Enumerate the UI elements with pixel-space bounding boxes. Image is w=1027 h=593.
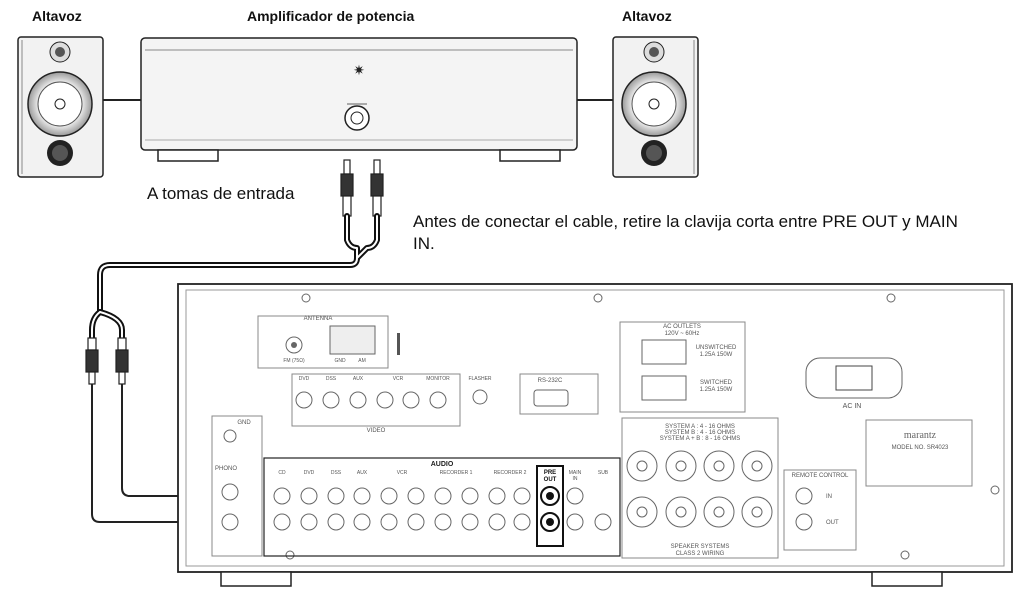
svg-text:FM (75Ω): FM (75Ω) [283,358,305,364]
svg-text:AM: AM [358,358,366,364]
svg-text:DVD: DVD [304,470,315,476]
svg-text:DSS: DSS [326,376,337,382]
svg-text:SUB: SUB [598,470,609,476]
speaker-left-label: Altavoz [32,8,82,24]
svg-text:MODEL NO. SR4023: MODEL NO. SR4023 [892,445,949,451]
svg-text:PRE: PRE [544,470,556,476]
svg-text:1.25A 150W: 1.25A 150W [700,352,733,358]
svg-text:AUDIO: AUDIO [431,461,454,468]
svg-text:GND: GND [334,358,346,364]
svg-text:RECORDER 1: RECORDER 1 [440,470,473,476]
svg-text:VCR: VCR [397,470,408,476]
svg-text:AC IN: AC IN [843,403,862,410]
svg-text:OUT: OUT [826,520,839,526]
svg-text:SYSTEM A + B : 8 - 16 OHMS: SYSTEM A + B : 8 - 16 OHMS [660,436,741,442]
svg-text:✷: ✷ [353,62,365,78]
svg-text:SYSTEM B : 4 - 16 OHMS: SYSTEM B : 4 - 16 OHMS [665,430,735,436]
svg-text:CLASS 2 WIRING: CLASS 2 WIRING [676,551,725,557]
svg-text:OUT: OUT [544,477,557,483]
svg-text:DVD: DVD [299,376,310,382]
svg-text:IN: IN [826,494,832,500]
svg-text:SYSTEM A : 4 - 16 OHMS: SYSTEM A : 4 - 16 OHMS [665,424,735,430]
svg-text:UNSWITCHED: UNSWITCHED [696,345,737,351]
svg-text:AC OUTLETS: AC OUTLETS [663,324,701,330]
svg-text:REMOTE CONTROL: REMOTE CONTROL [792,473,849,479]
svg-text:IN: IN [573,476,578,482]
svg-text:RS-232C: RS-232C [538,378,563,384]
svg-text:MAIN: MAIN [569,470,582,476]
svg-text:marantz: marantz [904,430,937,441]
svg-text:RECORDER 2: RECORDER 2 [494,470,527,476]
svg-text:1.25A 150W: 1.25A 150W [700,387,733,393]
speaker-right [612,36,699,178]
svg-text:VCR: VCR [393,376,404,382]
rca-cable [89,213,380,341]
rca-plugs-top [340,159,384,217]
svg-text:SWITCHED: SWITCHED [700,380,733,386]
signal-lines [91,384,540,523]
svg-text:FLASHER: FLASHER [468,376,491,382]
svg-text:GND: GND [237,420,251,426]
svg-text:ANTENNA: ANTENNA [304,316,333,322]
rca-plugs-bottom [85,337,129,385]
svg-text:AUX: AUX [357,470,368,476]
svg-text:CD: CD [278,470,286,476]
instruction-text: Antes de conectar el cable, retire la cl… [413,212,958,253]
speaker-left [17,36,104,178]
svg-text:120V ~ 60Hz: 120V ~ 60Hz [665,331,700,337]
svg-text:VIDEO: VIDEO [367,428,386,434]
speaker-right-label: Altavoz [622,8,672,24]
power-amplifier: ✷ [140,37,578,162]
receiver-rear-panel: ANTENNA FM (75Ω) GND AM DVD DSS AUX VCR … [177,283,1013,587]
svg-text:PHONO: PHONO [215,466,237,472]
power-amp-label: Amplificador de potencia [247,8,415,24]
svg-text:SPEAKER SYSTEMS: SPEAKER SYSTEMS [671,544,730,550]
svg-text:MONITOR: MONITOR [426,376,450,382]
svg-text:AUX: AUX [353,376,364,382]
svg-text:DSS: DSS [331,470,342,476]
input-jacks-label: A tomas de entrada [147,184,295,203]
